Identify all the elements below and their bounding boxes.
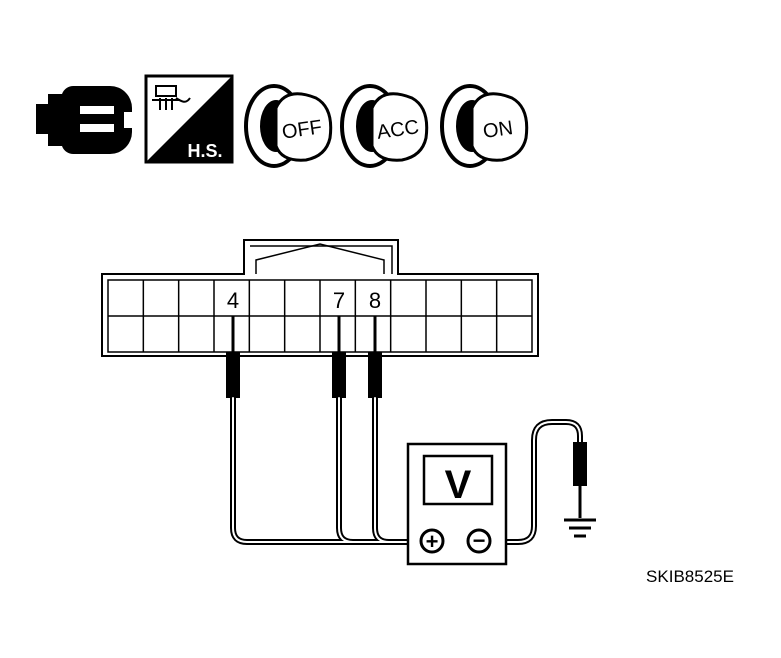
terminal-label-4: 4	[227, 288, 239, 313]
harness-check-icon: H.S.	[144, 74, 234, 164]
connector-icon	[36, 85, 132, 155]
ignition-key-acc-icon: ACC	[340, 84, 429, 168]
terminal-label-7: 7	[333, 288, 345, 313]
ground-probe	[573, 442, 587, 518]
positive-terminal-icon	[419, 528, 445, 554]
probe-terminal-4	[226, 316, 240, 398]
key-position-label: ON	[482, 117, 515, 143]
probe-terminal-8	[368, 316, 382, 398]
voltmeter: V + −	[406, 442, 508, 566]
test-leads	[230, 395, 583, 545]
test-leads-inner	[232, 397, 581, 543]
meter-display: V	[445, 463, 472, 507]
ignition-key-on-icon: ON	[440, 84, 529, 168]
probe-terminal-7	[332, 316, 346, 398]
ground-symbol-icon	[564, 518, 596, 538]
positive-terminal-label: +	[426, 529, 439, 554]
negative-terminal-label: −	[473, 528, 486, 553]
negative-terminal-icon	[466, 528, 492, 554]
harness-label: H.S.	[187, 141, 222, 161]
ignition-key-off-icon: OFF	[244, 84, 333, 168]
terminal-label-8: 8	[369, 288, 381, 313]
figure-code: SKIB8525E	[646, 567, 734, 586]
harness-connector	[101, 239, 539, 357]
